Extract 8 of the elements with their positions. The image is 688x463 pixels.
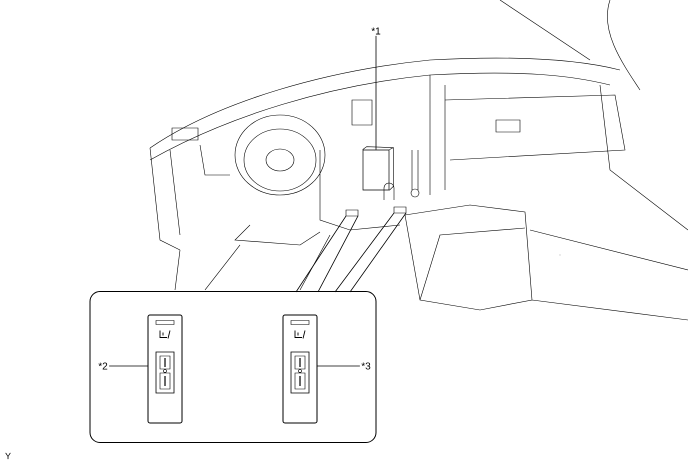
seat-heater-switch: [282, 314, 318, 424]
inset-panel: [90, 291, 376, 443]
callout-number: *1: [371, 28, 380, 34]
callout-number: *2: [98, 362, 108, 370]
callout-number: *3: [361, 362, 370, 370]
view-letter: Y: [5, 452, 11, 460]
seat-heater-switch: [148, 314, 182, 424]
control-unit: [362, 146, 394, 191]
